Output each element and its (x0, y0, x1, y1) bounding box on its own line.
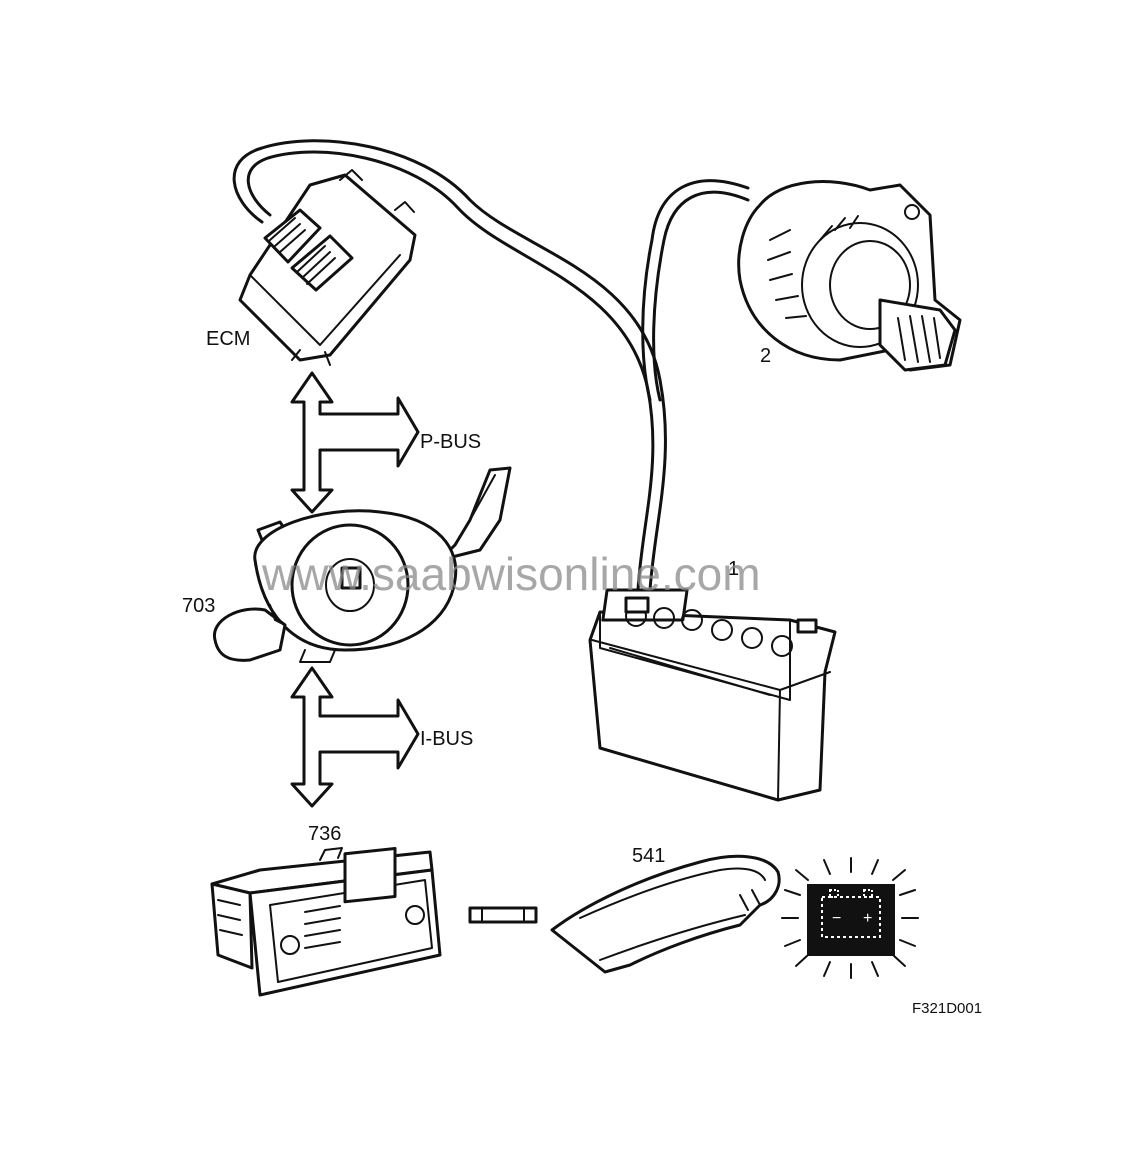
battery-label: 1 (728, 558, 739, 580)
instrument-cluster-unit (550, 854, 781, 974)
bus-connector (468, 906, 538, 924)
p-bus-arrow (290, 371, 420, 514)
battery-warning-icon: − + (781, 857, 919, 979)
generator-unit (737, 180, 962, 372)
cable-ecm-to-battery (232, 139, 667, 592)
steering-module-label: 703 (182, 595, 215, 617)
instrument-cluster-label: 541 (632, 845, 665, 867)
i-bus-arrow (290, 666, 420, 808)
generator-label: 2 (760, 345, 771, 367)
watermark-text: www.saabwisonline.com (261, 548, 761, 600)
steering-module-unit (213, 466, 512, 663)
battery-plus-sign: + (863, 910, 872, 927)
ecm-unit (238, 169, 417, 366)
figure-code: F321D001 (912, 1000, 982, 1017)
info-display-label: 736 (308, 823, 341, 845)
info-display-unit (210, 846, 442, 997)
ecm-label: ECM (206, 328, 250, 350)
p-bus-label: P-BUS (420, 431, 481, 453)
battery-unit (588, 588, 837, 802)
cable-generator-to-battery (641, 179, 750, 402)
i-bus-label: I-BUS (420, 728, 473, 750)
battery-minus-sign: − (832, 910, 841, 927)
